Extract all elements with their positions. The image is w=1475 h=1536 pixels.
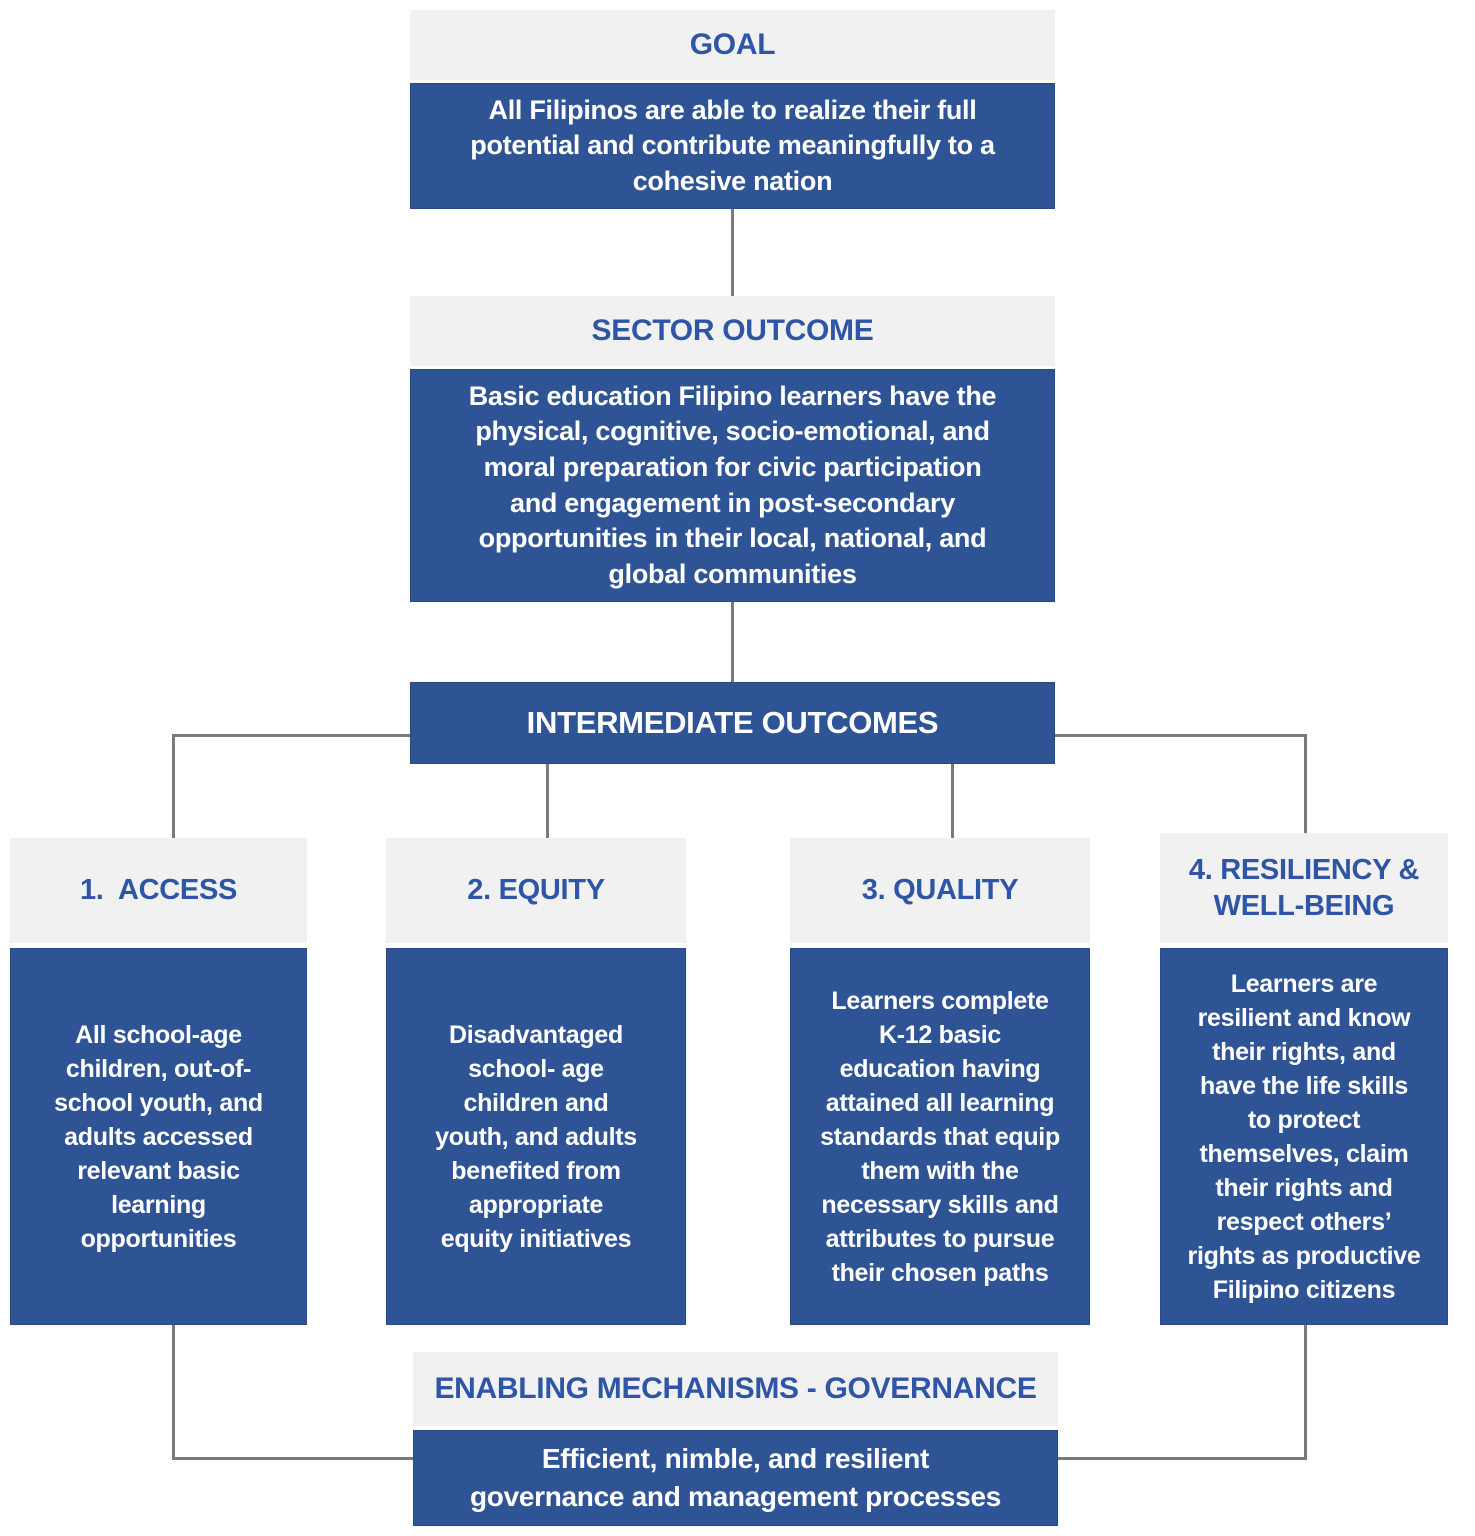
intermediate-outcomes-bar: INTERMEDIATE OUTCOMES <box>410 682 1055 764</box>
column-resiliency-header: 4. RESILIENCY & WELL-BEING <box>1160 833 1448 943</box>
column-access-body: All school-age children, out-of- school … <box>10 948 307 1325</box>
connector-bar-access-horizontal <box>172 734 410 737</box>
enabling-mechanisms-body: Efficient, nimble, and resilient governa… <box>413 1430 1058 1526</box>
connector-resiliency-enabling-vertical <box>1304 1325 1307 1460</box>
connector-bar-access-vertical <box>172 734 175 838</box>
column-equity-header: 2. EQUITY <box>386 838 686 943</box>
goal-body: All Filipinos are able to realize their … <box>410 83 1055 209</box>
connector-sector-intermediate <box>731 602 734 682</box>
column-quality-body: Learners complete K-12 basic education h… <box>790 948 1090 1325</box>
connector-resiliency-enabling-horizontal <box>1058 1457 1307 1460</box>
connector-goal-sector <box>731 209 734 296</box>
connector-bar-equity-vertical <box>546 764 549 838</box>
column-access-header: 1. ACCESS <box>10 838 307 943</box>
column-quality-header: 3. QUALITY <box>790 838 1090 943</box>
sector-outcome-header: SECTOR OUTCOME <box>410 296 1055 366</box>
column-resiliency-body: Learners are resilient and know their ri… <box>1160 948 1448 1325</box>
connector-bar-resiliency-horizontal <box>1055 734 1307 737</box>
connector-bar-quality-vertical <box>951 764 954 840</box>
connector-bar-resiliency-vertical <box>1304 734 1307 838</box>
goal-header: GOAL <box>410 10 1055 80</box>
connector-access-enabling-horizontal <box>172 1457 413 1460</box>
sector-outcome-body: Basic education Filipino learners have t… <box>410 369 1055 602</box>
connector-access-enabling-vertical <box>172 1325 175 1460</box>
enabling-mechanisms-header: ENABLING MECHANISMS - GOVERNANCE <box>413 1352 1058 1426</box>
column-equity-body: Disadvantaged school- age children and y… <box>386 948 686 1325</box>
